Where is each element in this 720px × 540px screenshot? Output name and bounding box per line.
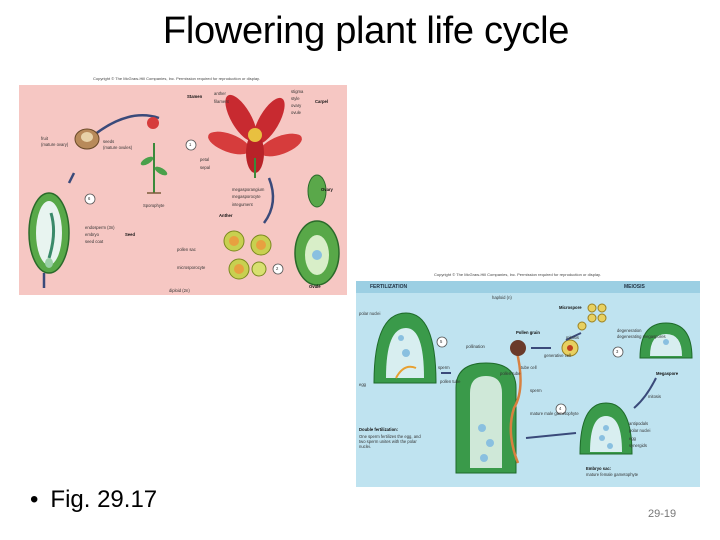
page-number: 29-19 [648, 508, 677, 520]
label-microspore: Microspore [559, 305, 582, 310]
label-pollen-sac: pollen sac [177, 247, 196, 252]
seed-illustration [28, 192, 70, 274]
flower-illustration [208, 94, 302, 178]
label-seed: Seed [125, 232, 136, 237]
label-sporophyte: Sporophyte [143, 203, 165, 208]
label-seeds: seeds [103, 139, 115, 144]
label-mature-ovary: (mature ovary) [41, 142, 69, 147]
step-1-label: 1 [189, 142, 192, 147]
figure-copyright: Copyright © The McGraw-Hill Companies, I… [93, 76, 260, 81]
label-pollination: pollination [466, 344, 485, 349]
embryo-sac-illustration [579, 402, 633, 455]
label-style: style [291, 96, 300, 101]
label-haploid: haploid (n) [492, 295, 512, 300]
label-embryo-sac: Embryo sac: [586, 466, 612, 471]
step-3-label: 3 [616, 349, 619, 354]
label-mitosis: mitosis [566, 335, 580, 340]
anther-illustration [223, 230, 272, 280]
cycle-arrow [633, 377, 657, 409]
bullet-text: Fig. 29.17 [50, 486, 158, 513]
bullet-item: • Fig. 29.17 [30, 486, 157, 514]
label-pollen-tube-left: pollen tube [440, 379, 461, 384]
ovary-illustration [307, 174, 327, 208]
label-ovary: ovary [291, 103, 302, 108]
label-anther-bold: Anther [219, 213, 233, 218]
step-2-circle [272, 263, 284, 275]
label-egg: egg [359, 382, 366, 387]
label-ovule: ovule [291, 110, 302, 115]
label-egg-right: egg [629, 436, 636, 441]
figure-copyright: Copyright © The McGraw-Hill Companies, I… [434, 272, 601, 277]
microspore-illustration [577, 303, 607, 331]
label-stigma: stigma [291, 89, 304, 94]
step-6-circle [84, 193, 96, 205]
megaspore-ovule-illustration [639, 322, 693, 359]
cycle-arrow [565, 332, 582, 341]
label-megaspore: Megaspore [656, 371, 679, 376]
figure-panel [19, 85, 347, 295]
label-anther: anther [214, 91, 226, 96]
cycle-arrow [67, 172, 76, 184]
label-sepal: sepal [200, 165, 211, 170]
label-degenerating-megaspores: degenerating megaspores [617, 334, 666, 339]
label-petal: petal [200, 157, 210, 162]
label-megasporocyte: megasporocyte [232, 194, 261, 199]
figure-band [356, 281, 700, 293]
band-meiosis: MEIOSIS [624, 284, 645, 290]
band-fertilization: FERTILIZATION [370, 284, 408, 290]
figure-life-cycle-top: Copyright © The McGraw-Hill Companies, I… [19, 73, 347, 295]
label-stamen: Stamen [187, 94, 203, 99]
step-4-circle [555, 403, 567, 415]
label-sperm: sperm [438, 365, 450, 370]
label-antipodals: antipodals [629, 421, 649, 426]
label-integument: integument [232, 202, 253, 207]
label-seed-coat: seed coat [85, 239, 104, 244]
label-ovary-bold: Ovary [321, 187, 333, 192]
label-mature-ovules: (mature ovules) [103, 145, 133, 150]
step-1-circle [185, 139, 197, 151]
sporophyte-illustration [28, 94, 340, 288]
fertilized-ovule-illustration [373, 312, 437, 384]
small-flower-illustration [147, 117, 159, 129]
label-mitosis-right: mitosis [648, 394, 662, 399]
label-mature-male-gametophyte: mature male gametophyte [530, 411, 579, 416]
label-diploid: diploid (2n) [169, 288, 190, 293]
step-4-label: 4 [559, 406, 562, 411]
label-pollen-grain: Pollen grain [516, 330, 540, 335]
pollen-tube-illustration [455, 340, 526, 474]
text-double-fertilization: One sperm fertilizes the egg, and two sp… [359, 434, 421, 450]
step-3-circle [612, 346, 624, 358]
label-filament: filament [214, 99, 229, 104]
step-6-label: 6 [88, 196, 91, 201]
figure-life-cycle-bottom: Copyright © The McGraw-Hill Companies, I… [356, 268, 700, 487]
label-mature-female-gametophyte: mature female gametophyte [586, 472, 639, 477]
step-2-label: 2 [276, 266, 279, 271]
cycle-arrow [93, 114, 160, 136]
label-embryo: embryo [85, 232, 99, 237]
label-microsporocyte: microsporocyte [177, 265, 206, 270]
cycle-arrow [262, 177, 275, 224]
label-fruit: fruit [41, 136, 48, 141]
slide-title: Flowering plant life cycle [162, 10, 570, 52]
label-ovule-bold: Ovule [309, 284, 321, 289]
label-tube-cell: tube cell [521, 365, 537, 370]
step-5-label: 5 [440, 339, 443, 344]
label-sperm-center: sperm [530, 388, 542, 393]
label-carpel: Carpel [315, 99, 329, 104]
label-polar-nuclei: polar nuclei [359, 311, 381, 316]
cycle-arrow [525, 432, 577, 439]
label-double-fertilization: Double fertilization: [359, 427, 399, 432]
label-megasporangium: megasporangium [232, 187, 265, 192]
label-synergids: synergids [629, 443, 647, 448]
label-degeneration: degeneration [617, 328, 642, 333]
label-pollen-tube: pollen tube [500, 371, 521, 376]
bullet-dot: • [30, 486, 39, 513]
step-5-circle [436, 336, 448, 348]
gametophyte-illustration [373, 303, 693, 474]
label-endosperm: endosperm (3n) [85, 225, 115, 230]
label-generative-cell: generative cell [544, 353, 572, 358]
label-polar-nuclei-right: polar nuclei [629, 428, 651, 433]
